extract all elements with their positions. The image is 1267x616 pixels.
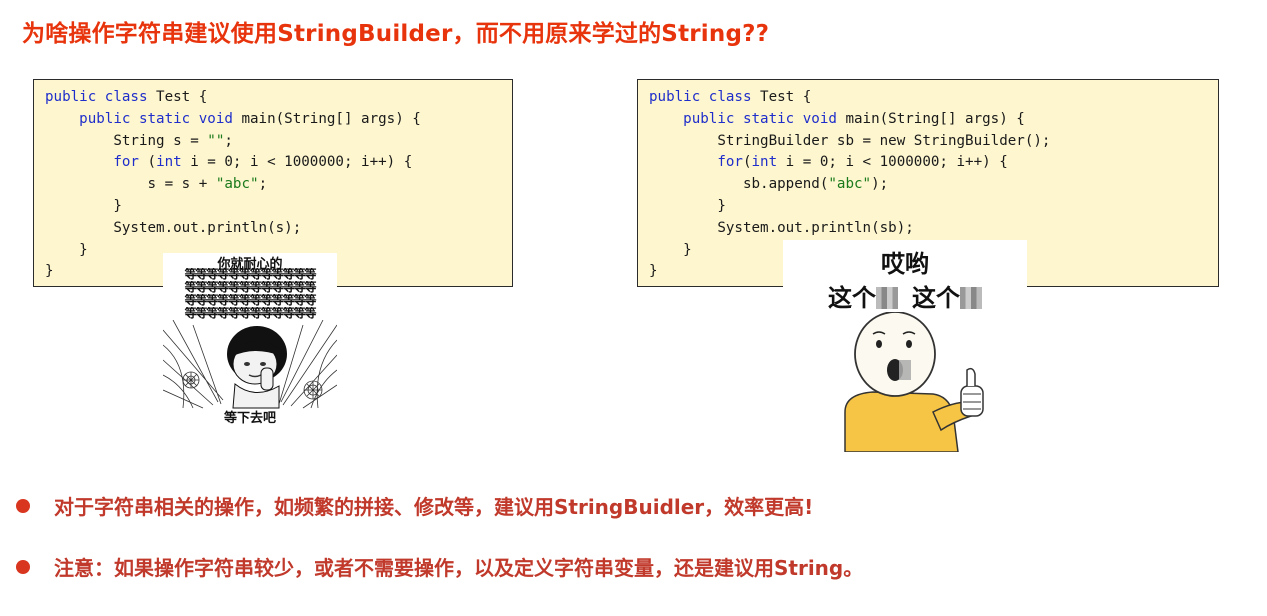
code-keyword: int: [751, 154, 778, 171]
code-text: i = 0; i < 1000000; i++) {: [777, 154, 1008, 171]
code-line: }: [649, 261, 1218, 283]
code-text: Test {: [147, 89, 208, 105]
bullet-text: 注意：如果操作字符串较少，或者不需要操作，以及定义字符串变量，还是建议用Stri…: [54, 556, 864, 580]
code-keyword: public class: [649, 89, 752, 105]
code-string: "abc": [215, 176, 259, 193]
code-text: }: [45, 241, 88, 258]
code-text: sb.append(: [649, 176, 829, 193]
code-text: main(String[] args) {: [232, 110, 421, 127]
code-line: System.out.println(s);: [45, 218, 512, 240]
code-line: public static void main(String[] args) {: [649, 109, 1218, 131]
code-text: StringBuilder sb = new StringBuilder();: [649, 132, 1051, 149]
meme-right-line2: 这个 这个: [783, 278, 1027, 313]
code-keyword: for: [113, 154, 139, 171]
waiting-character-illustration: [163, 320, 337, 409]
code-keyword: public class: [45, 89, 148, 105]
code-text: System.out.println(sb);: [649, 219, 914, 236]
code-text: ;: [224, 132, 233, 149]
code-line: sb.append("abc");: [649, 174, 1218, 196]
code-string: "abc": [828, 176, 872, 193]
code-text: [45, 111, 79, 127]
code-line: }: [45, 261, 512, 283]
code-line: for (int i = 0; i < 1000000; i++) {: [45, 152, 512, 174]
code-line: System.out.println(sb);: [649, 218, 1218, 240]
bullet-item: 注意：如果操作字符串较少，或者不需要操作，以及定义字符串变量，还是建议用Stri…: [16, 552, 1256, 582]
code-keyword: for: [717, 154, 743, 171]
code-line: }: [649, 240, 1218, 262]
code-keyword: int: [156, 154, 182, 171]
code-text: }: [45, 263, 54, 280]
code-text: i = 0; i < 1000000; i++) {: [181, 154, 413, 171]
surprised-face-illustration: [844, 312, 984, 452]
code-keyword: public static void: [79, 110, 233, 127]
code-text: (: [138, 154, 157, 171]
code-text: }: [649, 197, 726, 214]
meme-left-wait-row: 等等等等等等等等等等等等: [184, 281, 317, 294]
meme-right-line2-b: 这个: [912, 284, 960, 312]
code-text: ;: [258, 176, 268, 193]
meme-right-line2-a: 这个: [828, 284, 876, 312]
code-line: }: [649, 196, 1218, 218]
code-line: String s = "";: [45, 131, 512, 153]
bullet-dot-icon: [16, 499, 30, 513]
meme-waiting: 你就耐心的 等等等等等等等等等等等等 等等等等等等等等等等等等 等等等等等等等等…: [163, 253, 337, 426]
code-line: public class Test {: [45, 87, 512, 109]
code-line: s = s + "abc";: [45, 174, 512, 196]
code-block-string: public class Test { public static void m…: [33, 79, 513, 287]
meme-left-wait-row: 等等等等等等等等等等等等: [184, 268, 317, 281]
code-line: StringBuilder sb = new StringBuilder();: [649, 131, 1218, 153]
code-line: public static void main(String[] args) {: [45, 109, 512, 131]
meme-left-top-text: 你就耐心的: [217, 257, 283, 272]
code-line: }: [45, 240, 512, 262]
code-text: );: [871, 176, 889, 193]
code-keyword: public static void: [683, 110, 837, 127]
code-text: Test {: [751, 89, 812, 105]
code-text: }: [45, 197, 122, 214]
meme-left-bottom-text: 等下去吧: [223, 411, 276, 426]
code-text: main(String[] args) {: [836, 110, 1025, 127]
bullet-dot-icon: [16, 560, 30, 574]
code-text: [45, 154, 113, 170]
code-string: "": [207, 132, 225, 149]
bullet-item: 对于字符串相关的操作，如频繁的拼接、修改等，建议用StringBuidler，效…: [16, 491, 1256, 521]
mosaic-block-icon: [876, 287, 898, 309]
meme-left-wait-row: 等等等等等等等等等等等等: [184, 294, 317, 307]
code-line: }: [45, 196, 512, 218]
slide-title: 为啥操作字符串建议使用StringBuilder，而不用原来学过的String?…: [22, 21, 770, 47]
code-text: [649, 111, 683, 127]
mosaic-block-icon: [960, 287, 982, 309]
code-text: }: [649, 263, 658, 280]
code-text: System.out.println(s);: [45, 219, 302, 236]
code-line: public class Test {: [649, 87, 1218, 109]
meme-left-wait-row: 等等等等等等等等等等等等: [184, 307, 317, 320]
code-text: (: [742, 154, 752, 171]
bullet-text: 对于字符串相关的操作，如频繁的拼接、修改等，建议用StringBuidler，效…: [54, 495, 814, 519]
code-text: s = s +: [45, 176, 216, 193]
code-text: [649, 154, 717, 170]
code-line: for(int i = 0; i < 1000000; i++) {: [649, 152, 1218, 174]
meme-right-line1: 哎哟: [881, 250, 929, 278]
code-text: String s =: [45, 132, 208, 149]
meme-thumbs-up: 哎哟 这个 这个: [783, 240, 1027, 452]
code-text: }: [649, 241, 692, 258]
